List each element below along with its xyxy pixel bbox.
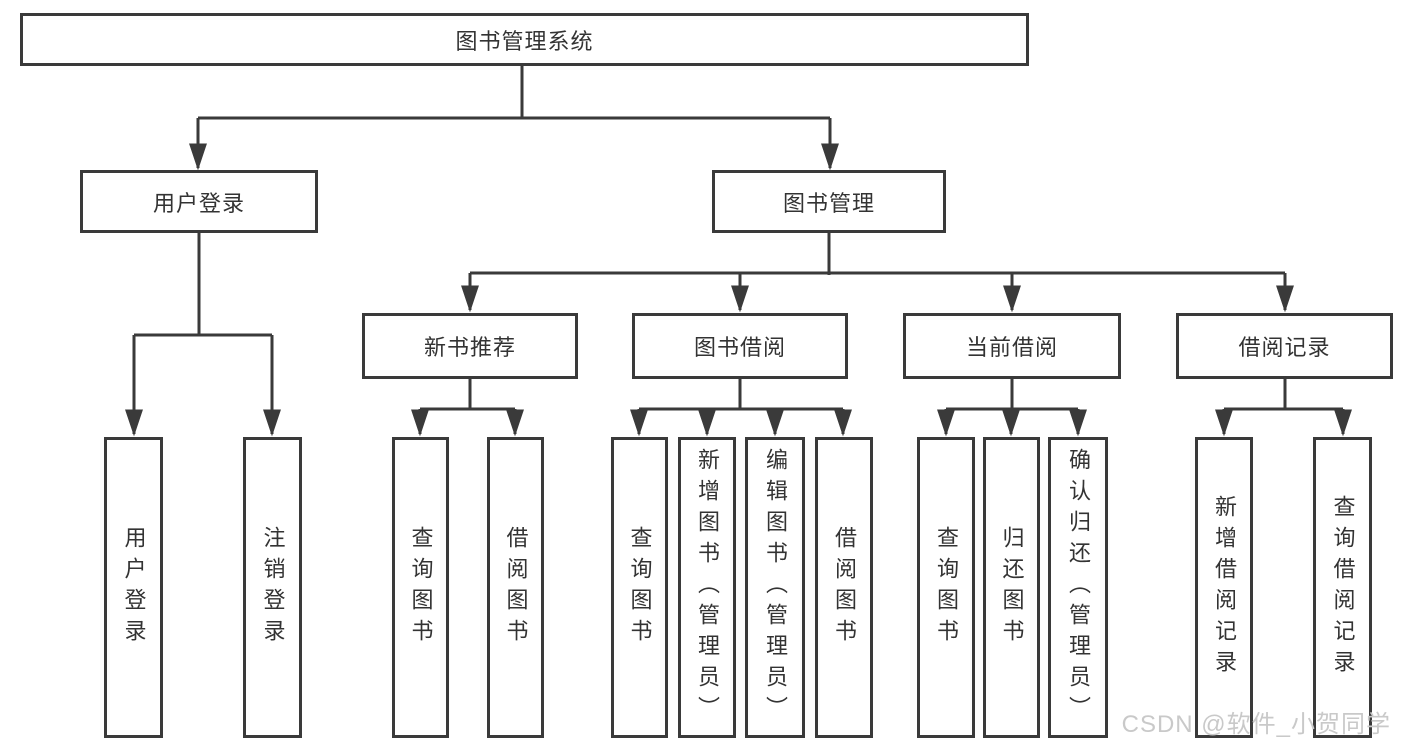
leaf-borrow-books: 借阅图书: [815, 437, 873, 738]
node-new-books: 新书推荐: [362, 313, 578, 379]
edge-current-borrow-children: [937, 379, 1087, 437]
leaf-borrow-books-label: 借阅图书: [832, 525, 857, 650]
leaf-edit-books-admin-label: 编辑图书（管理员）: [763, 448, 788, 727]
node-root-label: 图书管理系统: [455, 28, 594, 54]
node-user-login: 用户登录: [80, 170, 318, 233]
node-user-login-label: 用户登录: [152, 190, 245, 216]
node-borrow-records-label: 借阅记录: [1238, 335, 1331, 360]
leaf-logout-login-label: 注销登录: [260, 525, 286, 650]
node-book-mgmt-label: 图书管理: [782, 190, 875, 216]
leaf-new-query-books-label: 查询图书: [408, 525, 434, 650]
leaf-add-books-admin: 新增图书（管理员）: [678, 437, 736, 738]
leaf-borrow-query-books-label: 查询图书: [627, 525, 653, 650]
leaf-current-query-books-label: 查询图书: [934, 525, 959, 650]
leaf-query-borrow-record-label: 查询借阅记录: [1330, 494, 1356, 681]
edge-user-login-children: [125, 233, 281, 437]
edge-book-borrow-children: [630, 379, 852, 437]
edge-borrow-records-children: [1215, 379, 1352, 437]
leaf-current-query-books: 查询图书: [917, 437, 975, 738]
leaf-add-borrow-record: 新增借阅记录: [1195, 437, 1253, 738]
leaf-query-borrow-record: 查询借阅记录: [1313, 437, 1372, 738]
node-root: 图书管理系统: [20, 13, 1029, 66]
leaf-user-login-label: 用户登录: [121, 525, 147, 650]
node-new-books-label: 新书推荐: [423, 335, 516, 360]
node-current-borrow: 当前借阅: [903, 313, 1121, 379]
node-book-mgmt: 图书管理: [712, 170, 946, 233]
leaf-new-query-books: 查询图书: [392, 437, 449, 738]
leaf-logout-login: 注销登录: [243, 437, 302, 738]
leaf-add-books-admin-label: 新增图书（管理员）: [695, 448, 720, 727]
leaf-add-borrow-record-label: 新增借阅记录: [1212, 494, 1237, 681]
leaf-borrow-query-books: 查询图书: [611, 437, 668, 738]
leaf-confirm-return-admin: 确认归还（管理员）: [1048, 437, 1108, 738]
edge-new-books-children: [411, 379, 524, 437]
leaf-edit-books-admin: 编辑图书（管理员）: [745, 437, 805, 738]
leaf-return-books: 归还图书: [983, 437, 1040, 738]
node-book-borrow-label: 图书借阅: [693, 335, 786, 360]
edge-root-to-level2: [189, 66, 839, 171]
leaf-confirm-return-admin-label: 确认归还（管理员）: [1066, 448, 1091, 727]
edge-book-mgmt-children: [461, 233, 1294, 313]
node-current-borrow-label: 当前借阅: [965, 335, 1058, 360]
node-book-borrow: 图书借阅: [632, 313, 848, 379]
watermark: CSDN @软件_小贺同学: [1121, 711, 1391, 738]
leaf-new-borrow-books: 借阅图书: [487, 437, 544, 738]
leaf-return-books-label: 归还图书: [999, 525, 1025, 650]
leaf-new-borrow-books-label: 借阅图书: [503, 525, 529, 650]
leaf-user-login: 用户登录: [104, 437, 163, 738]
node-borrow-records: 借阅记录: [1176, 313, 1393, 379]
